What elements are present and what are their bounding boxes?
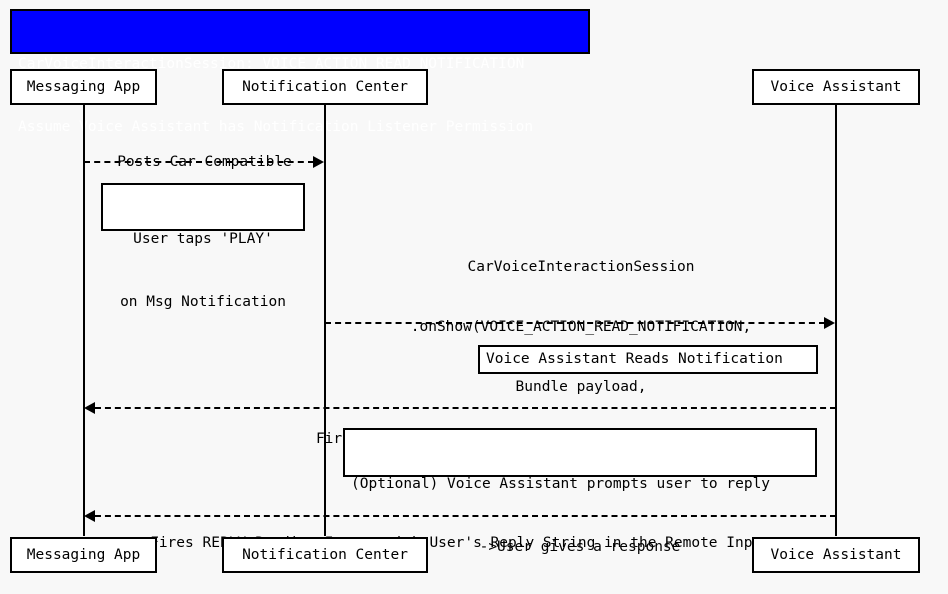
message-arrowhead-mark-as-read	[84, 402, 95, 414]
diagram-title-banner: CarVoiceInteractionSession: VOICE_ACTION…	[10, 9, 590, 135]
message-label-line-1: Fires REPLY Pending Intent with User's R…	[150, 535, 770, 551]
participant-label: Voice Assistant	[770, 79, 902, 95]
participant-top-notification-center[interactable]: Notification Center	[222, 69, 428, 105]
message-arrow-reply	[95, 515, 836, 517]
participant-top-voice-assistant[interactable]: Voice Assistant	[752, 69, 920, 105]
note-line-1: User taps 'PLAY'	[133, 231, 273, 247]
participant-bottom-messaging-app[interactable]: Messaging App	[10, 537, 157, 573]
message-label-line-2: .onShow(VOICE_ACTION_READ_NOTIFICATION,	[410, 319, 752, 335]
message-arrow-post-notification	[84, 161, 314, 163]
message-arrow-mark-as-read	[95, 407, 836, 409]
participant-top-messaging-app[interactable]: Messaging App	[10, 69, 157, 105]
participant-bottom-notification-center[interactable]: Notification Center	[222, 537, 428, 573]
message-arrowhead-reply	[84, 510, 95, 522]
note-line-1: Voice Assistant Reads Notification	[486, 351, 783, 367]
note-line-2: ->User gives a response	[479, 539, 681, 555]
message-label-reply: Fires REPLY Pending Intent with User's R…	[84, 493, 836, 593]
participant-bottom-voice-assistant[interactable]: Voice Assistant	[752, 537, 920, 573]
participant-label: Notification Center	[242, 79, 408, 95]
diagram-title-line-2: Assume Voice Assistant has Notification …	[18, 119, 534, 135]
message-label-line-3: Bundle payload,	[515, 379, 647, 395]
participant-label: Voice Assistant	[770, 547, 902, 563]
participant-label: Messaging App	[26, 79, 141, 95]
note-line-2: on Msg Notification	[120, 294, 286, 310]
lifeline-messaging-app	[83, 104, 85, 536]
message-arrow-onshow	[325, 322, 825, 324]
note-user-taps-play: User taps 'PLAY' on Msg Notification	[101, 183, 305, 310]
note-assistant-reads: Voice Assistant Reads Notification	[478, 345, 818, 374]
note-optional-reply: (Optional) Voice Assistant prompts user …	[343, 428, 817, 555]
message-label-line-1: CarVoiceInteractionSession	[467, 259, 695, 275]
participant-label: Messaging App	[26, 547, 141, 563]
lifeline-notification-center	[324, 104, 326, 536]
message-arrowhead-post-notification	[313, 156, 324, 168]
message-arrowhead-onshow	[824, 317, 835, 329]
diagram-title-line-1: CarVoiceInteractionSession: VOICE_ACTION…	[18, 56, 525, 72]
note-line-1: (Optional) Voice Assistant prompts user …	[351, 476, 771, 492]
lifeline-voice-assistant	[835, 104, 837, 536]
participant-label: Notification Center	[242, 547, 408, 563]
